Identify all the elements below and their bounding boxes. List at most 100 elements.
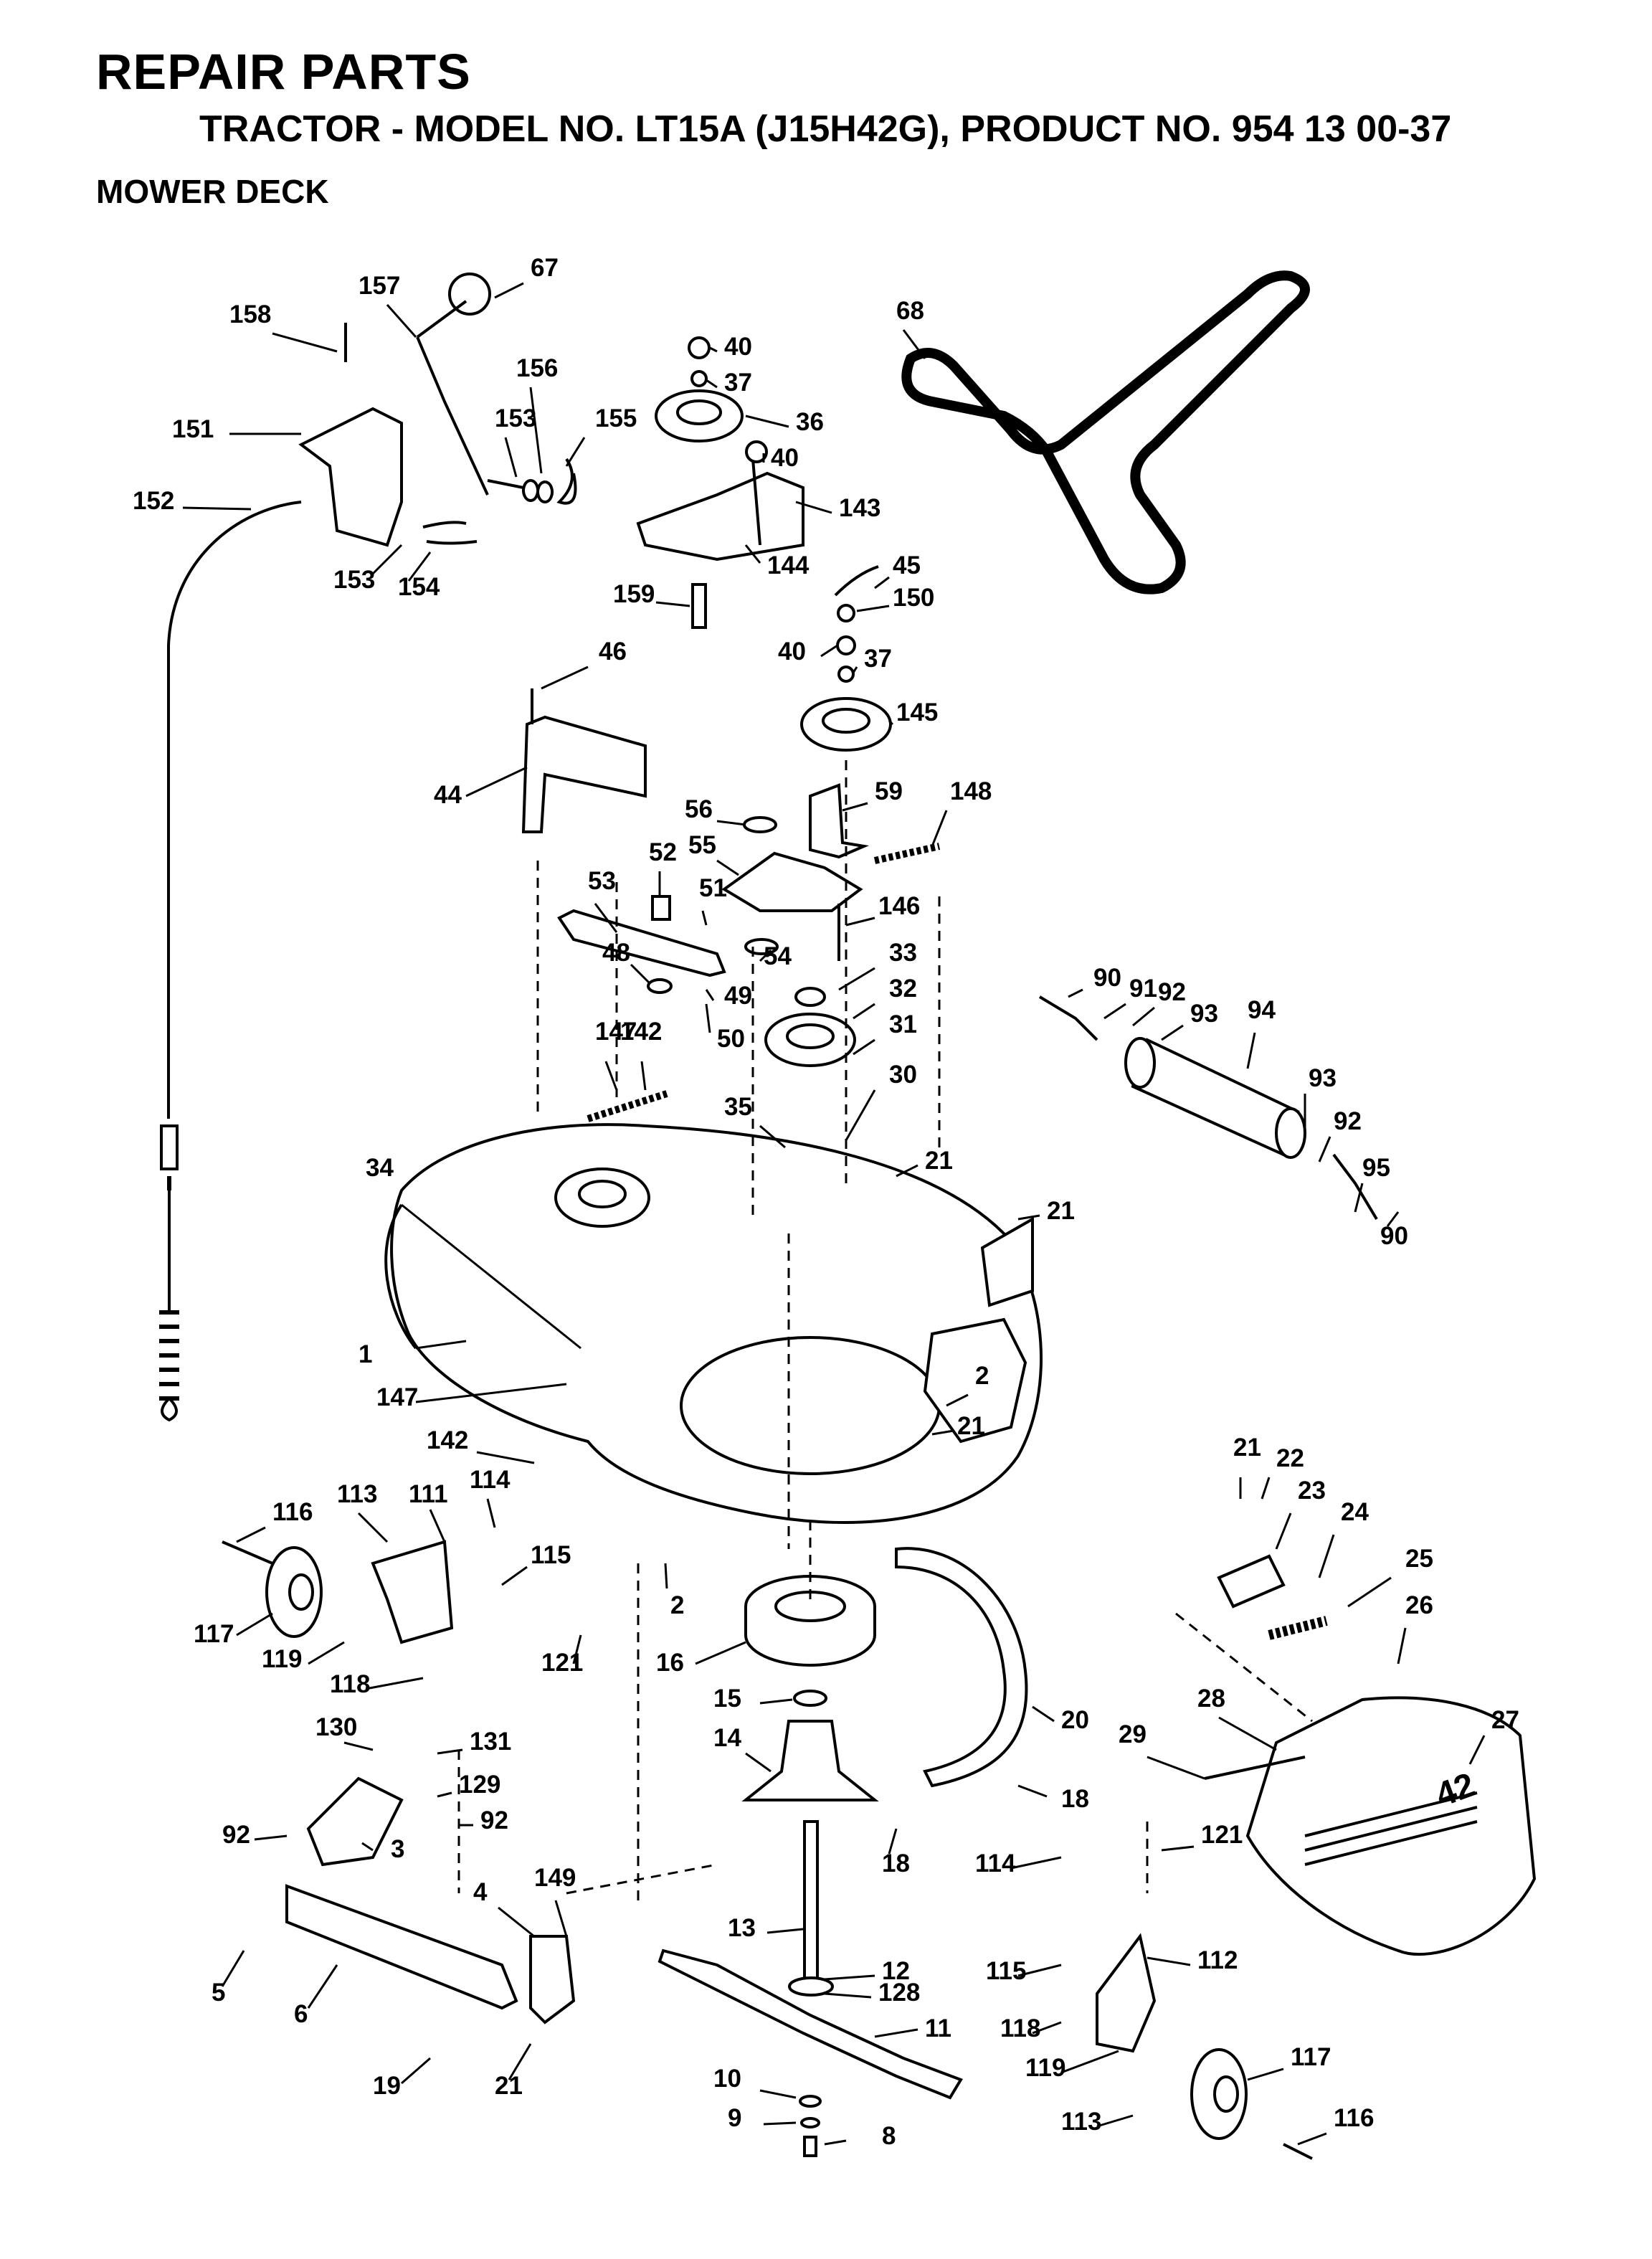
callout-67: 67: [531, 254, 559, 282]
callout-144: 144: [767, 551, 810, 579]
callout-128: 128: [878, 1979, 920, 2007]
leader-line-121: [1161, 1845, 1195, 1852]
leader-line-92: [1318, 1136, 1331, 1162]
leader-line-112: [1147, 1956, 1191, 1966]
callout-59: 59: [875, 777, 903, 805]
callout-151: 151: [172, 415, 214, 443]
baffle-20: [895, 1547, 1028, 1788]
callout-150: 150: [893, 584, 934, 612]
deck-side-bracket: [980, 1216, 1034, 1307]
callout-92: 92: [1158, 978, 1186, 1006]
leader-line-13: [766, 1928, 804, 1934]
clip-45: [834, 565, 879, 597]
callout-18: 18: [882, 1850, 910, 1877]
page-title: REPAIR PARTS: [96, 44, 471, 100]
leader-line-111: [429, 1509, 446, 1543]
leader-line-157: [386, 304, 417, 338]
leader-line-4: [498, 1906, 535, 1938]
leader-line-55: [716, 859, 739, 876]
callout-121: 121: [541, 1649, 583, 1677]
callout-52: 52: [649, 838, 677, 866]
callout-152: 152: [133, 487, 174, 515]
callout-50: 50: [717, 1025, 745, 1053]
callout-11: 11: [925, 2014, 951, 2042]
leader-line-20: [1032, 1705, 1055, 1723]
callout-119: 119: [1025, 2054, 1065, 2082]
callout-94: 94: [1248, 996, 1276, 1024]
callout-92: 92: [1334, 1107, 1362, 1135]
callout-19: 19: [373, 2072, 401, 2100]
callout-21: 21: [1233, 1434, 1261, 1462]
leader-line-147: [415, 1383, 567, 1403]
callout-21: 21: [925, 1147, 953, 1175]
callout-10: 10: [713, 2065, 741, 2093]
leader-line-53: [594, 903, 618, 933]
callout-115: 115: [531, 1541, 571, 1569]
callout-153: 153: [495, 404, 536, 432]
leader-line-145: [888, 719, 894, 726]
leader-line-155: [565, 437, 586, 467]
callout-18: 18: [1061, 1785, 1089, 1813]
callout-40: 40: [724, 333, 752, 361]
leader-line-12: [824, 1974, 875, 1981]
callout-33: 33: [889, 939, 917, 967]
leader-line-92: [1132, 1006, 1155, 1027]
callout-23: 23: [1298, 1477, 1326, 1505]
callout-95: 95: [1362, 1154, 1390, 1182]
callout-44: 44: [434, 781, 462, 809]
leader-line-121: [572, 1634, 582, 1664]
callout-92: 92: [480, 1806, 508, 1834]
callout-143: 143: [839, 494, 880, 522]
blade-11: [658, 1948, 963, 2100]
callout-154: 154: [398, 573, 440, 601]
leader-line-49: [705, 989, 715, 1001]
callout-92: 92: [222, 1821, 250, 1849]
callout-118: 118: [1000, 2014, 1040, 2042]
leader-line-59: [842, 802, 868, 812]
wheel-bolt-left: [222, 1540, 273, 1565]
callout-25: 25: [1405, 1545, 1433, 1573]
leader-line-2: [946, 1393, 969, 1407]
leader-line-35: [759, 1124, 786, 1149]
callout-157: 157: [359, 272, 400, 300]
leader-line-21: [1017, 1214, 1040, 1221]
callout-28: 28: [1197, 1685, 1225, 1713]
leader-line-154: [407, 551, 432, 582]
callout-24: 24: [1341, 1498, 1369, 1526]
bracket-4: [529, 1935, 576, 2024]
wheel-bolt-right: [1283, 2143, 1313, 2160]
callout-48: 48: [602, 939, 630, 967]
leader-line-51: [701, 910, 708, 926]
leader-line-128: [824, 1992, 872, 1999]
lift-knob: [448, 273, 491, 316]
callout-91: 91: [1129, 975, 1157, 1003]
leader-line-34: [401, 1203, 581, 1350]
callout-49: 49: [724, 982, 752, 1010]
wheel-bracket-right: [1096, 1933, 1157, 2053]
leader-line-90: [1068, 988, 1083, 998]
callout-9: 9: [728, 2104, 741, 2132]
callout-36: 36: [796, 408, 824, 436]
leader-line-26: [1397, 1627, 1407, 1664]
callout-40: 40: [778, 638, 806, 666]
idler-arm-55: [721, 851, 863, 912]
callout-113: 113: [1061, 2108, 1101, 2136]
leader-line-150: [856, 605, 890, 612]
front-link-6: [285, 1884, 518, 2010]
chute-spring-25: [1268, 1616, 1328, 1640]
callout-142: 142: [620, 1018, 662, 1046]
leader-line-119: [1060, 2050, 1119, 2074]
callout-93: 93: [1309, 1064, 1337, 1092]
leader-line-147: [604, 1061, 618, 1091]
callout-55: 55: [688, 831, 716, 859]
roller-brackets: [1038, 995, 1378, 1221]
leader-line-29: [1147, 1756, 1205, 1780]
leader-line-67: [494, 282, 524, 299]
leader-line-37: [852, 666, 858, 673]
leader-line-10: [759, 2089, 797, 2099]
callout-22: 22: [1276, 1444, 1304, 1472]
leader-line-48: [630, 963, 650, 984]
callout-21: 21: [495, 2072, 523, 2100]
nut-40-top: [688, 336, 711, 359]
